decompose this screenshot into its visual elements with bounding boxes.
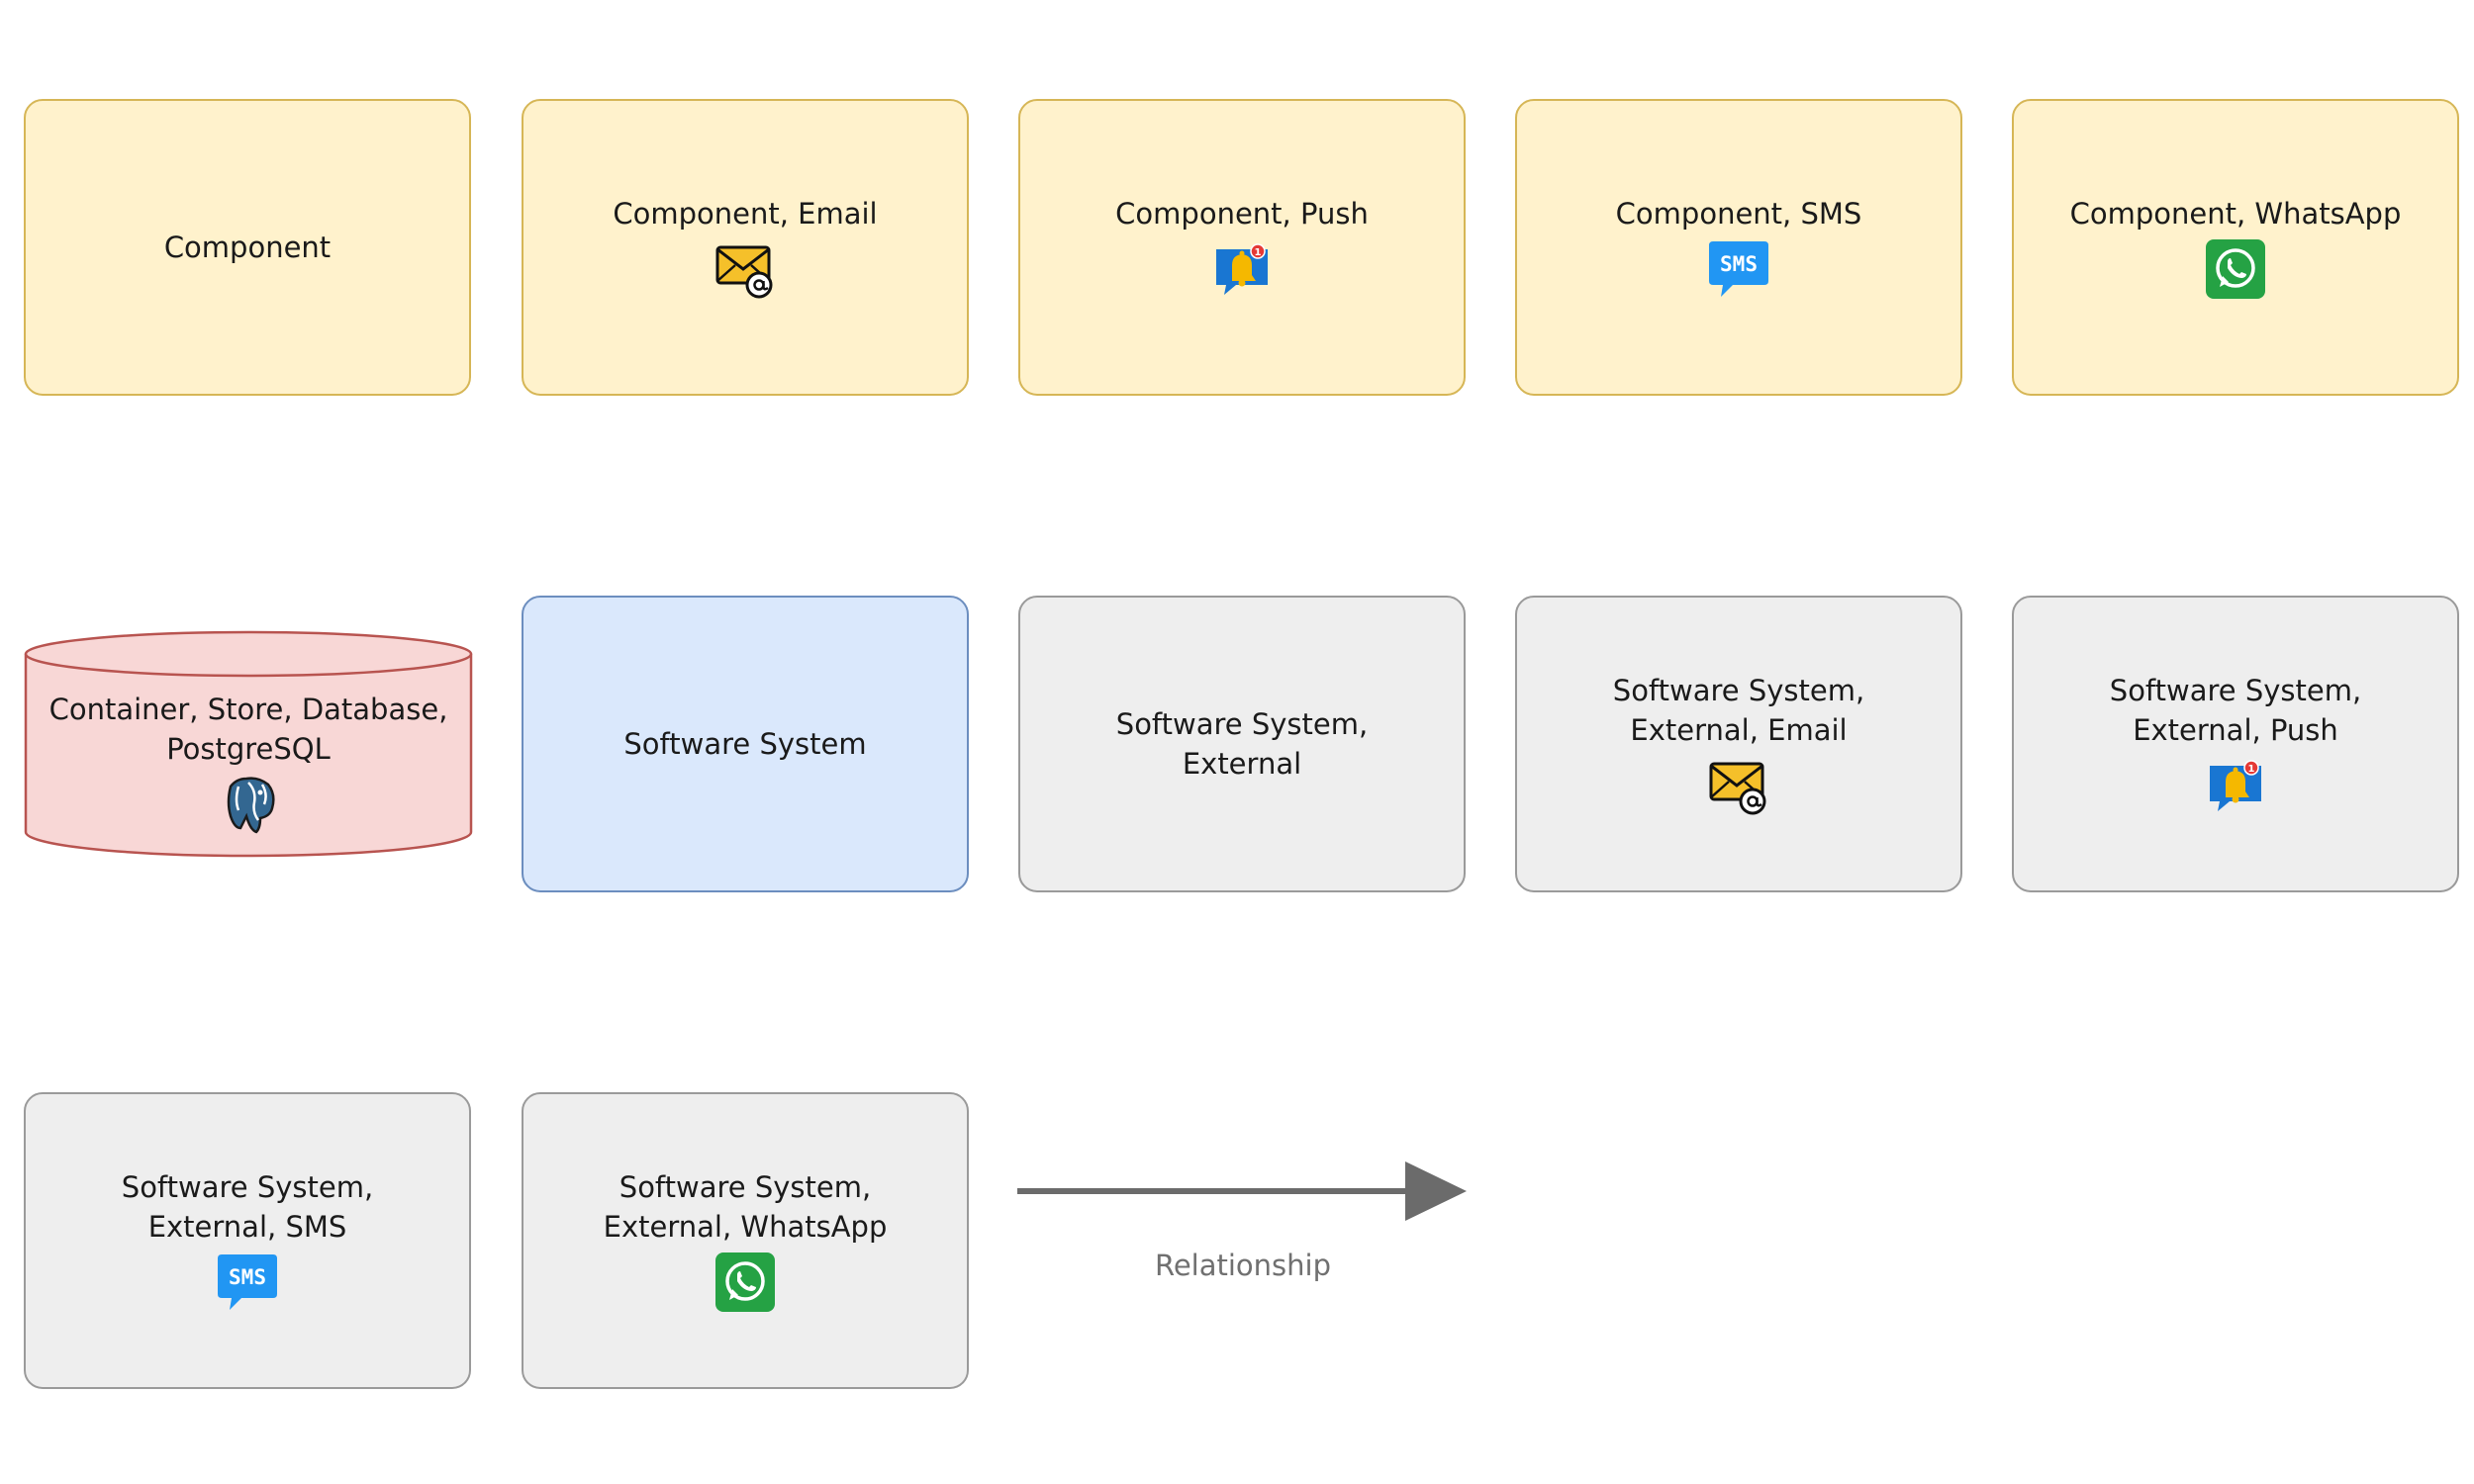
external-whatsapp-box[interactable]: Software System, External, WhatsApp (522, 1092, 969, 1389)
software-system-label: Software System (623, 727, 867, 761)
sms-icon (216, 1251, 279, 1314)
external-system-box[interactable]: Software System, External (1018, 596, 1466, 892)
external-whatsapp-label: Software System, External, WhatsApp (603, 1170, 888, 1244)
component-whatsapp-label: Component, WhatsApp (2069, 197, 2402, 231)
whatsapp-icon (2204, 237, 2267, 301)
component-sms-label: Component, SMS (1615, 197, 1862, 231)
external-sms-label: Software System, External, SMS (121, 1170, 374, 1244)
relationship-label: Relationship (1154, 1249, 1332, 1282)
external-push-label: Software System, External, Push (2109, 674, 2362, 747)
database-cylinder[interactable]: Container, Store, Database, PostgreSQL (24, 630, 473, 858)
email-icon (1707, 754, 1770, 817)
external-email-box[interactable]: Software System, External, Email (1515, 596, 1962, 892)
sms-icon (1707, 237, 1770, 301)
email-icon (714, 237, 777, 301)
database-shape (24, 630, 473, 858)
external-system-label: Software System, External (1115, 707, 1369, 781)
external-push-box[interactable]: Software System, External, Push (2012, 596, 2459, 892)
component-box[interactable]: Component (24, 99, 471, 396)
external-email-label: Software System, External, Email (1612, 674, 1865, 747)
postgresql-icon (217, 773, 280, 836)
software-system-box[interactable]: Software System (522, 596, 969, 892)
push-notification-icon (2204, 754, 2267, 817)
component-whatsapp-box[interactable]: Component, WhatsApp (2012, 99, 2459, 396)
component-push-box[interactable]: Component, Push (1018, 99, 1466, 396)
component-email-label: Component, Email (613, 197, 878, 231)
component-push-label: Component, Push (1115, 197, 1369, 231)
component-sms-box[interactable]: Component, SMS (1515, 99, 1962, 396)
whatsapp-icon (714, 1251, 777, 1314)
relationship-arrow[interactable]: Relationship (1015, 1158, 1471, 1296)
database-content: Container, Store, Database, PostgreSQL (24, 690, 473, 858)
arrow-icon (1017, 1161, 1467, 1221)
external-sms-box[interactable]: Software System, External, SMS (24, 1092, 471, 1389)
database-label: Container, Store, Database, PostgreSQL (48, 693, 448, 766)
push-notification-icon (1210, 237, 1274, 301)
component-label: Component (163, 231, 332, 264)
component-email-box[interactable]: Component, Email (522, 99, 969, 396)
